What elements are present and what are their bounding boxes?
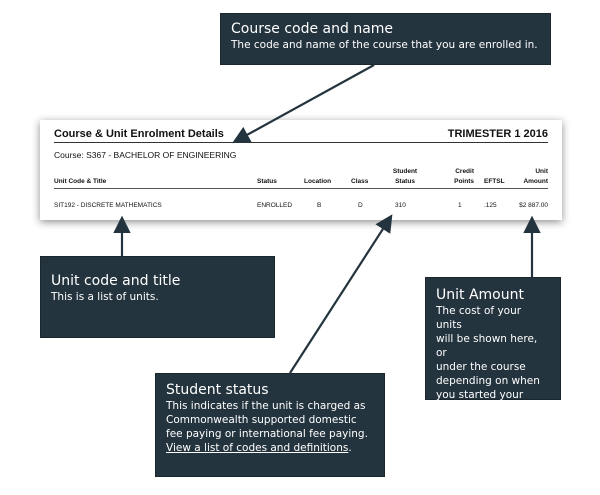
callout-course-body: The code and name of the course that you… xyxy=(231,39,538,51)
course-arrow xyxy=(232,64,375,144)
callout-unit-title: Unit code and title xyxy=(51,273,181,289)
callout-status-period: . xyxy=(348,442,352,454)
unit-code-title: SIT192 - DISCRETE MATHEMATICS xyxy=(54,202,162,209)
document-title: Course & Unit Enrolment Details xyxy=(54,128,224,140)
status-arrow xyxy=(289,214,393,374)
callout-unit-body: This is a list of units. xyxy=(51,291,159,303)
callout-course: Course code and name The code and name o… xyxy=(220,13,551,65)
col-student-status-line2: Status xyxy=(395,178,415,185)
callout-amount-line4: depending on when xyxy=(436,375,540,387)
col-unit-code-title: Unit Code & Title xyxy=(54,178,107,185)
trimester-label: TRIMESTER 1 2016 xyxy=(447,128,548,140)
course-line: Course: S367 - BACHELOR OF ENGINEERING xyxy=(54,150,237,160)
col-student-status-line1: Student xyxy=(392,168,418,175)
callout-status-line1: This indicates if the unit is charged as xyxy=(166,400,366,412)
unit-status: ENROLLED xyxy=(257,202,293,209)
col-amount-line2: Amount xyxy=(523,178,548,185)
callout-amount-line2: will be shown here, or xyxy=(436,333,538,359)
unit-amount: $2 887.00 xyxy=(519,202,548,209)
callout-amount-title: Unit Amount xyxy=(436,287,524,303)
callout-status-line2: Commonwealth supported domestic xyxy=(166,414,357,426)
callout-status-line3: fee paying or international fee paying. xyxy=(166,428,368,440)
callout-amount-line5: you started your xyxy=(436,389,524,401)
callout-status-title: Student status xyxy=(166,382,269,398)
col-credit-line2: Points xyxy=(454,178,474,185)
callout-student-status: Student status This indicates if the uni… xyxy=(155,373,385,477)
unit-student-status: 310 xyxy=(395,202,406,209)
unit-class: D xyxy=(358,202,363,209)
callout-amount-line1: The cost of your units xyxy=(436,305,522,331)
col-eftsl: EFTSL xyxy=(484,178,505,185)
column-headers: Unit Code & Title Status Location Class … xyxy=(54,164,548,189)
callout-course-title: Course code and name xyxy=(231,21,394,37)
document-header: Course & Unit Enrolment Details TRIMESTE… xyxy=(54,128,548,143)
unit-location: B xyxy=(317,202,322,209)
col-location: Location xyxy=(304,178,332,185)
callout-unit-amount: Unit Amount The cost of your units will … xyxy=(425,277,561,415)
callout-status-link-line: View a list of codes and definitions. xyxy=(166,441,374,455)
col-class: Class xyxy=(351,178,369,185)
unit-credit-points: 1 xyxy=(458,202,462,209)
enrolment-document: Course & Unit Enrolment Details TRIMESTE… xyxy=(40,120,562,220)
callout-amount-line6: studies. xyxy=(436,403,478,415)
col-amount-line1: Unit xyxy=(535,168,548,175)
callout-unit: Unit code and title This is a list of un… xyxy=(40,256,275,338)
col-credit-line1: Credit xyxy=(455,168,474,175)
table-row: SIT192 - DISCRETE MATHEMATICS ENROLLED B… xyxy=(54,202,548,212)
col-status: Status xyxy=(257,178,277,185)
callout-amount-line3: under the course xyxy=(436,361,526,373)
codes-definitions-link[interactable]: View a list of codes and definitions xyxy=(166,442,349,454)
unit-eftsl: .125 xyxy=(484,202,497,209)
